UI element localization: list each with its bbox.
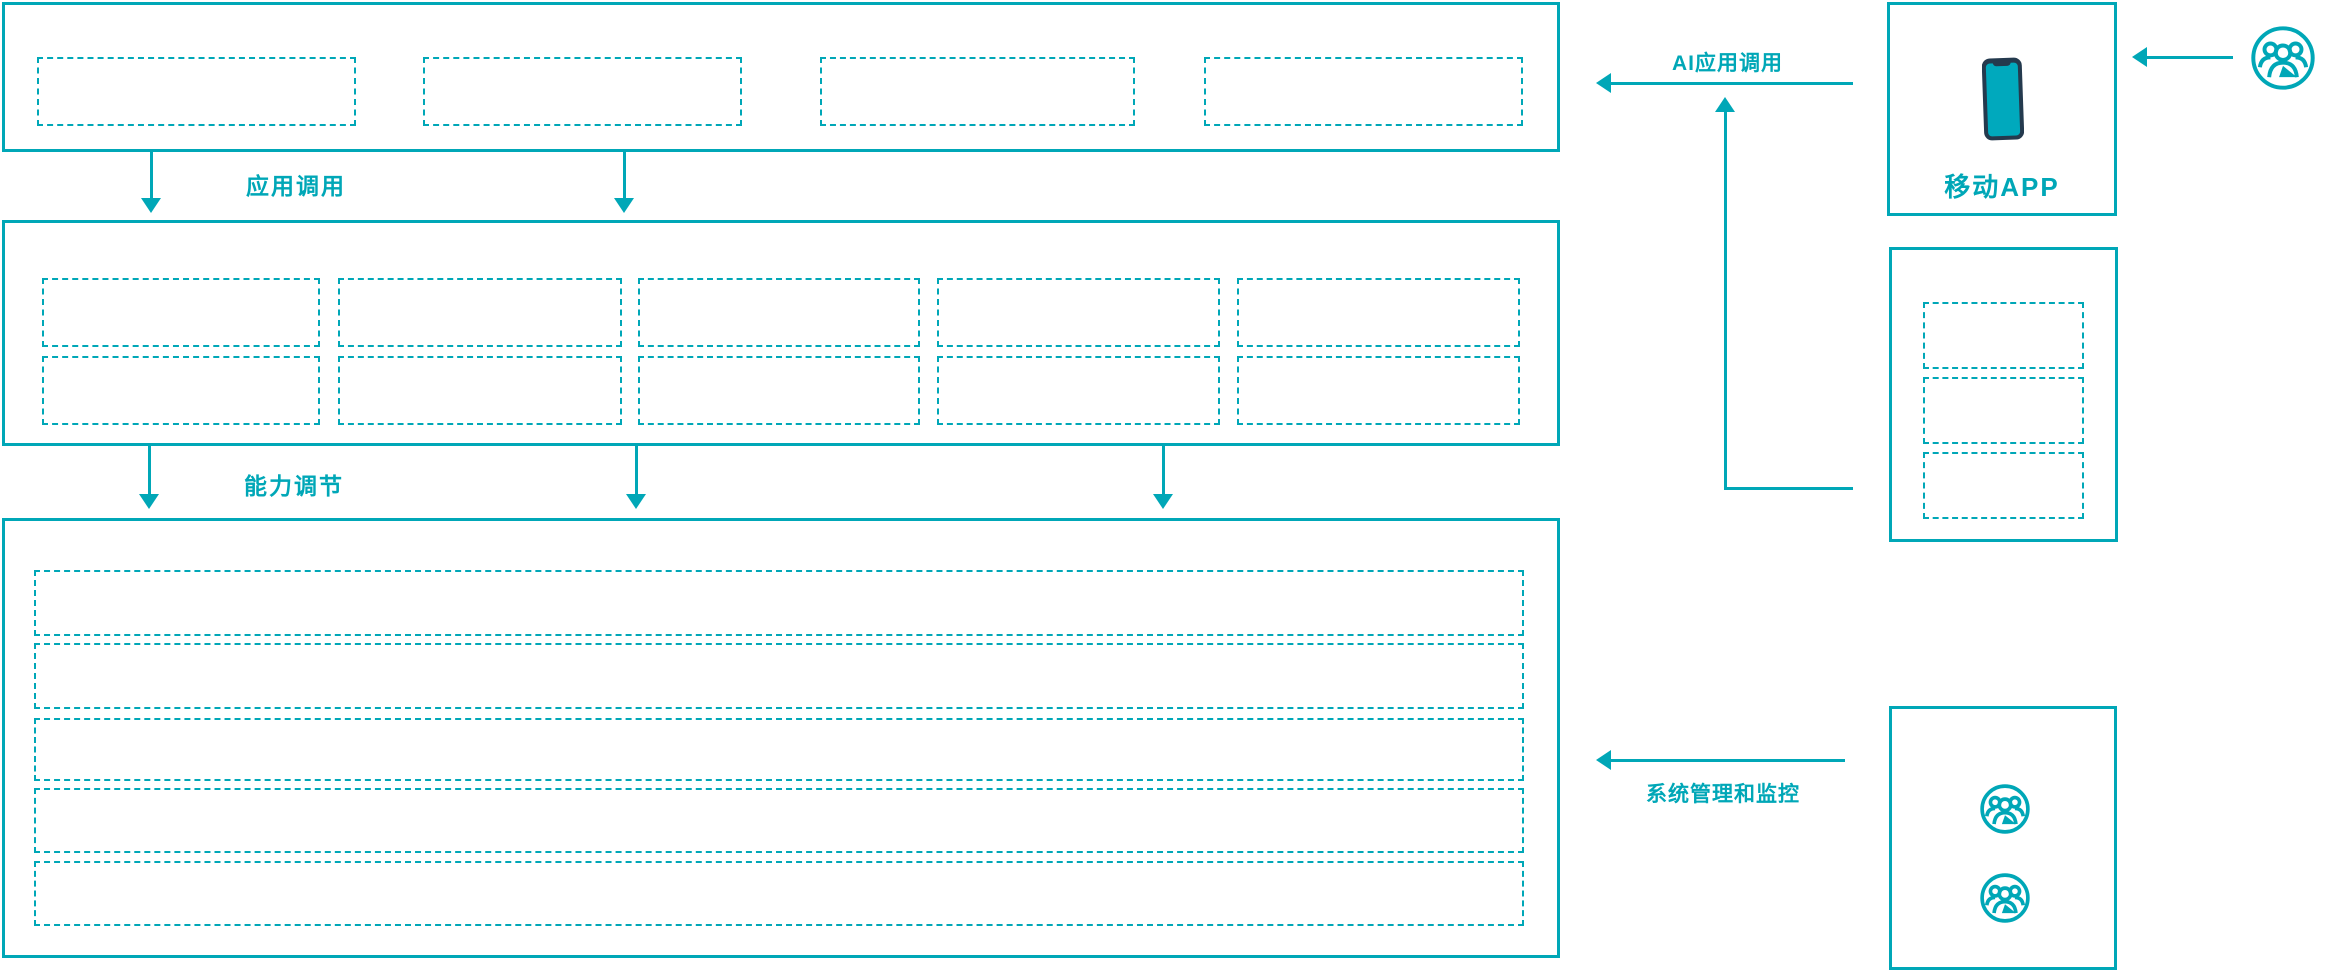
- app-call-arrowhead: [614, 198, 634, 213]
- api-elbow-connector-arrowhead: [1715, 97, 1735, 112]
- base-placeholder-row: [34, 643, 1524, 709]
- capability-adjust-arrowhead: [1153, 494, 1173, 509]
- capability-adjust-arrow-line: [635, 446, 638, 495]
- operations-box: [1889, 706, 2117, 970]
- capability-placeholder-box: [1237, 278, 1520, 347]
- application-placeholder-box: [37, 57, 356, 126]
- capability-placeholder-box: [42, 356, 320, 425]
- capability-adjust-arrowhead: [626, 494, 646, 509]
- base-placeholder-row: [34, 788, 1524, 853]
- api-elbow-connector-vline: [1724, 110, 1727, 489]
- api-placeholder-box: [1923, 452, 2084, 519]
- capability-adjust-label: 能力调节: [244, 473, 344, 499]
- mobile-app-box: 移动APP: [1887, 2, 2117, 216]
- capability-placeholder-box: [42, 278, 320, 347]
- ai-app-call-arrowhead: [1596, 73, 1611, 93]
- capability-placeholder-box: [338, 356, 622, 425]
- user-to-app-arrow-line: [2146, 56, 2233, 59]
- base-placeholder-row: [34, 570, 1524, 636]
- user-group-circle-icon: [1980, 873, 2030, 923]
- app-call-label: 应用调用: [246, 173, 346, 199]
- ai-app-call-label: AI应用调用: [1672, 52, 1783, 75]
- ai-app-call-arrow-line: [1608, 82, 1853, 85]
- base-layer-box: [2, 518, 1560, 958]
- api-placeholder-box: [1923, 302, 2084, 369]
- api-placeholder-box: [1923, 377, 2084, 444]
- system-management-label: 系统管理和监控: [1646, 783, 1800, 806]
- user-to-app-arrowhead: [2132, 47, 2147, 67]
- capability-layer-box: [2, 220, 1560, 446]
- app-call-arrow-line: [150, 152, 153, 199]
- mobile-app-label: 移动APP: [1944, 172, 2060, 202]
- capability-placeholder-box: [937, 278, 1220, 347]
- user-group-circle-icon: [2251, 26, 2315, 90]
- application-placeholder-box: [1204, 57, 1523, 126]
- capability-placeholder-box: [638, 278, 920, 347]
- application-layer-box: [2, 2, 1560, 152]
- capability-adjust-arrowhead: [139, 494, 159, 509]
- base-placeholder-row: [34, 861, 1524, 926]
- smartphone-icon: [1982, 57, 2024, 141]
- capability-placeholder-box: [338, 278, 622, 347]
- application-placeholder-box: [423, 57, 742, 126]
- capability-placeholder-box: [1237, 356, 1520, 425]
- system-management-arrowhead: [1596, 750, 1611, 770]
- application-placeholder-box: [820, 57, 1135, 126]
- user-group-circle-icon: [1980, 784, 2030, 834]
- system-management-arrow-line: [1608, 759, 1845, 762]
- app-call-arrow-line: [623, 152, 626, 199]
- capability-adjust-arrow-line: [148, 446, 151, 495]
- capability-placeholder-box: [638, 356, 920, 425]
- capability-adjust-arrow-line: [1162, 446, 1165, 495]
- capability-placeholder-box: [937, 356, 1220, 425]
- app-call-arrowhead: [141, 198, 161, 213]
- base-placeholder-row: [34, 718, 1524, 781]
- api-service-box: [1889, 247, 2118, 542]
- api-elbow-connector-hline: [1724, 487, 1853, 490]
